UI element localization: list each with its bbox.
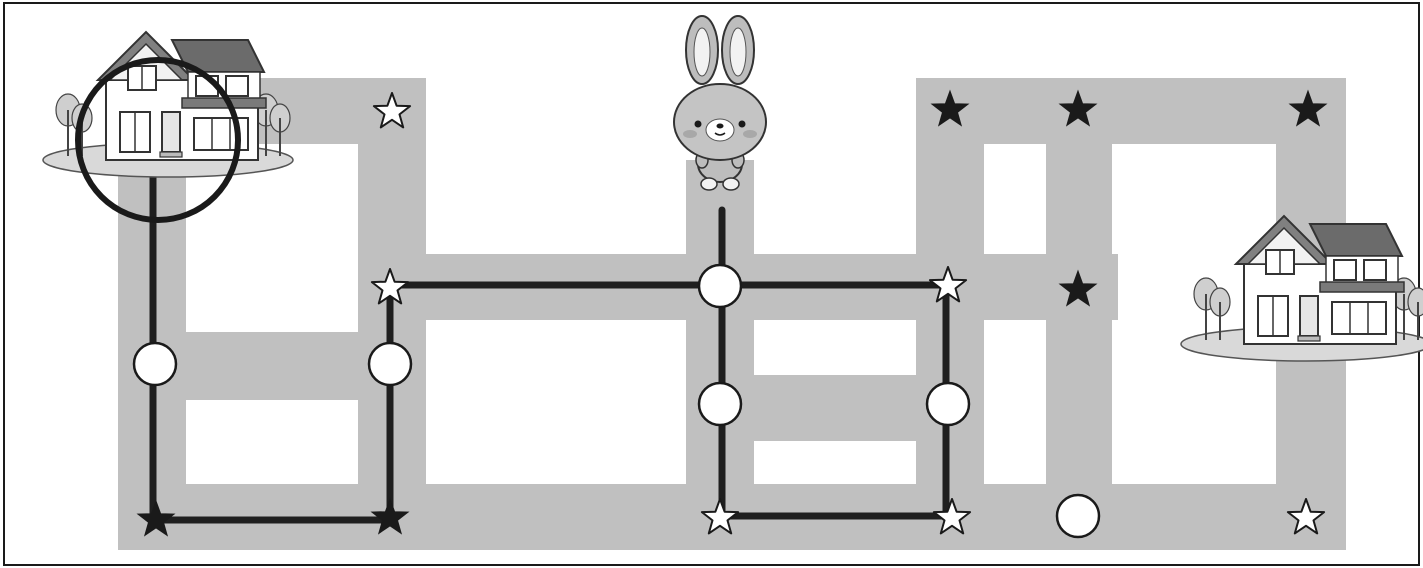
circle-marker-1 xyxy=(134,343,176,385)
circle-marker-6 xyxy=(1057,495,1099,537)
circle-marker-4 xyxy=(699,383,741,425)
circle-marker-2 xyxy=(369,343,411,385)
circle-marker-5 xyxy=(927,383,969,425)
circle-marker-3 xyxy=(699,265,741,307)
